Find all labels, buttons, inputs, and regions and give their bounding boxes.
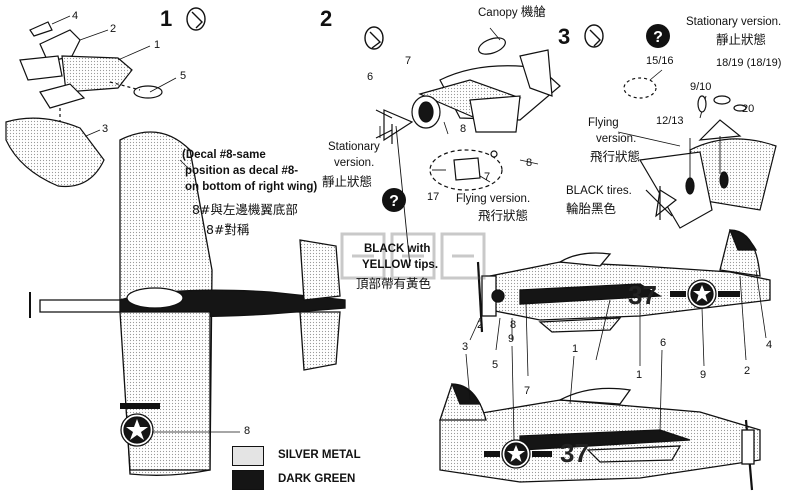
decal-note-cjk-2: 8#對稱 [206,222,250,237]
legend-swatch-silver [232,446,264,466]
glue-icon [584,24,604,48]
stationary-top-cjk: 靜止狀態 [716,32,767,47]
part-callout: 3 [102,123,109,135]
step-number-1: 1 [160,6,173,31]
part-callout: 1 [154,39,161,51]
glue-icon [364,26,384,50]
part-callout: 17 [427,191,440,203]
stationary-top-label: Stationary version. [686,16,782,28]
part-callout: 1 [572,343,579,355]
step1-exploded-parts [5,21,163,188]
flying-right-cjk: 飛行狀態 [590,149,641,164]
part-callout: 2 [744,365,751,377]
part-callout: 18/19 (18/19) [716,57,782,69]
part-callout: 8 [244,425,251,437]
part-callout: 7 [405,55,412,67]
decal-note-line-2: position as decal #8- [185,165,299,177]
question-icon: ? [646,24,670,48]
part-callout: 7 [484,171,491,183]
color-legend: SILVER METAL DARK GREEN [232,446,380,492]
side-view-plane-1 [476,229,771,333]
step2-assembly [375,27,561,267]
part-callout: 12/13 [656,115,684,127]
part-callout: 9/10 [690,81,712,93]
flying-right-label-1: Flying [588,117,619,129]
part-callout: 9 [508,333,515,345]
part-callout: 4 [72,10,79,22]
black-yellow-label-2: YELLOW tips. [362,259,439,271]
black-tires-label: BLACK tires. [566,185,632,197]
black-yellow-label-1: BLACK with [364,243,431,255]
flying-mid-label: Flying version. [456,193,531,205]
decal-note-line-1: (Decal #8-same [182,149,266,161]
part-callout: 9 [700,369,707,381]
black-tires-cjk: 輪胎黑色 [566,201,617,216]
aircraft-code: 37 [628,280,657,310]
question-icon: ? [382,188,406,212]
legend-label-silver: SILVER METAL [278,449,361,461]
stationary-mid-label-2: version. [334,157,375,169]
part-callout: 6 [660,337,667,349]
glue-icon [186,7,206,31]
legend-swatch-dark-green [232,470,264,490]
part-callout: 15/16 [646,55,674,67]
part-callout: 8 [526,157,533,169]
part-callout: 20 [742,103,755,115]
svg-text:?: ? [389,193,399,210]
svg-text:?: ? [653,29,663,46]
legend-label-dark-green: DARK GREEN [278,473,356,485]
watermark-logo [340,232,486,280]
stationary-mid-label-1: Stationary [328,141,380,153]
top-view-plane [29,131,346,476]
part-callout: 4 [766,339,773,351]
stationary-mid-cjk: 靜止狀態 [322,174,373,189]
part-callout: 5 [180,70,187,82]
part-callout: 2 [477,319,484,331]
aircraft-code: 37 [560,438,589,468]
step3-assembly [617,69,777,229]
decal-note-cjk-1: 8#與左邊機翼底部 [192,202,298,217]
canopy-label: Canopy 機艙 [478,4,546,19]
step-number-2: 2 [320,6,333,31]
part-callout: 5 [492,359,499,371]
black-yellow-cjk: 頂部帶有黃色 [356,276,432,291]
flying-mid-cjk: 飛行狀態 [478,208,529,223]
part-callout: 3 [462,341,469,353]
step-number-3: 3 [558,24,571,49]
decal-note-line-3: on bottom of right wing) [185,181,318,193]
part-callout: 8 [510,319,517,331]
part-callout: 2 [110,23,117,35]
part-callout: 1 [636,369,643,381]
part-callout: 8 [460,123,467,135]
flying-right-label-2: version. [596,133,637,145]
part-callout: 6 [367,71,374,83]
side-view-plane-2 [439,383,761,491]
part-callout: 7 [524,385,531,397]
